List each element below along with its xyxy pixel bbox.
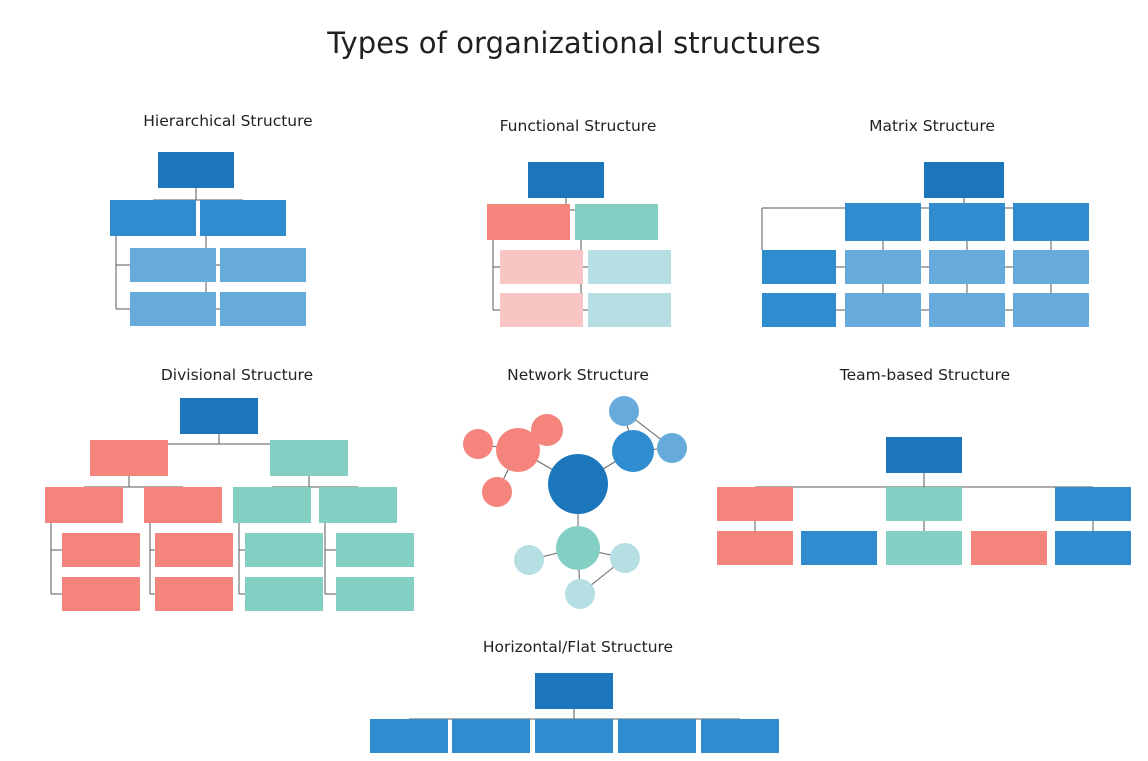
functional-leaf-left-1-box[interactable]: [500, 250, 583, 284]
divisional-division-left-box[interactable]: [90, 440, 168, 476]
matrix-column-head-3-box[interactable]: [1013, 203, 1089, 241]
hierarchical-leaf-left-1-box[interactable]: [130, 248, 216, 282]
network-node-salmon-1-node[interactable]: [463, 429, 493, 459]
network-node-teal-2-node[interactable]: [610, 543, 640, 573]
network-node-teal-3-node[interactable]: [565, 579, 595, 609]
diagram-network: [463, 396, 687, 609]
horizontal-flat-unit-3-box[interactable]: [535, 719, 613, 753]
divisional-right-child-2-box[interactable]: [319, 487, 397, 523]
matrix-cell-1-2-box[interactable]: [929, 250, 1005, 284]
functional-leaf-right-1-box[interactable]: [588, 250, 671, 284]
matrix-cell-2-3-box[interactable]: [1013, 293, 1089, 327]
matrix-column-head-1-box[interactable]: [845, 203, 921, 241]
horizontal-flat-root-box[interactable]: [535, 673, 613, 709]
divisional-right-leaf-1a-box[interactable]: [245, 533, 323, 567]
team-based-member-3-box[interactable]: [886, 531, 962, 565]
divisional-left-leaf-1b-box[interactable]: [62, 577, 140, 611]
team-based-root-box[interactable]: [886, 437, 962, 473]
team-based-team-lead-3-box[interactable]: [1055, 487, 1131, 521]
network-node-salmon-2-node[interactable]: [531, 414, 563, 446]
team-based-team-lead-1-box[interactable]: [717, 487, 793, 521]
divisional-left-leaf-1a-box[interactable]: [62, 533, 140, 567]
horizontal-flat-unit-5-box[interactable]: [701, 719, 779, 753]
hierarchical-leaf-left-2-box[interactable]: [130, 292, 216, 326]
functional-branch-left-box[interactable]: [487, 204, 570, 240]
diagram-matrix: [761, 162, 1089, 327]
horizontal-flat-unit-2-box[interactable]: [452, 719, 530, 753]
functional-leaf-left-2-box[interactable]: [500, 293, 583, 327]
diagram-hierarchical: [110, 152, 306, 326]
divisional-division-right-box[interactable]: [270, 440, 348, 476]
network-hub-center-node[interactable]: [548, 454, 608, 514]
horizontal-flat-unit-4-box[interactable]: [618, 719, 696, 753]
team-based-team-lead-2-box[interactable]: [886, 487, 962, 521]
matrix-cell-1-1-box[interactable]: [845, 250, 921, 284]
divisional-left-child-1-box[interactable]: [45, 487, 123, 523]
matrix-cell-2-2-box[interactable]: [929, 293, 1005, 327]
functional-branch-right-box[interactable]: [575, 204, 658, 240]
team-based-member-4-box[interactable]: [971, 531, 1047, 565]
matrix-row-head-2-box[interactable]: [762, 293, 836, 327]
matrix-root-box[interactable]: [924, 162, 1004, 198]
horizontal-flat-unit-1-box[interactable]: [370, 719, 448, 753]
divisional-root-box[interactable]: [180, 398, 258, 434]
divisional-left-child-2-box[interactable]: [144, 487, 222, 523]
network-node-blue-2-node[interactable]: [657, 433, 687, 463]
hierarchical-branch-right-box[interactable]: [200, 200, 286, 236]
divisional-left-leaf-2a-box[interactable]: [155, 533, 233, 567]
network-node-teal-1-node[interactable]: [514, 545, 544, 575]
page-title: Types of organizational structures: [327, 26, 821, 60]
diagram-functional: [487, 162, 671, 327]
diagram-divisional: [45, 398, 414, 611]
hierarchical-leaf-right-1-box[interactable]: [220, 248, 306, 282]
divisional-right-leaf-2a-box[interactable]: [336, 533, 414, 567]
hierarchical-root-box[interactable]: [158, 152, 234, 188]
divisional-right-child-1-box[interactable]: [233, 487, 311, 523]
matrix-row-head-1-box[interactable]: [762, 250, 836, 284]
matrix-column-head-2-box[interactable]: [929, 203, 1005, 241]
hierarchical-leaf-right-2-box[interactable]: [220, 292, 306, 326]
hierarchical-branch-left-box[interactable]: [110, 200, 196, 236]
team-based-member-1-box[interactable]: [717, 531, 793, 565]
functional-root-box[interactable]: [528, 162, 604, 198]
divisional-right-leaf-1b-box[interactable]: [245, 577, 323, 611]
network-node-blue-1-node[interactable]: [609, 396, 639, 426]
team-based-member-5-box[interactable]: [1055, 531, 1131, 565]
diagram-team-based: [717, 437, 1131, 565]
team-based-member-2-box[interactable]: [801, 531, 877, 565]
network-hub-teal-node[interactable]: [556, 526, 600, 570]
network-node-salmon-3-node[interactable]: [482, 477, 512, 507]
matrix-cell-2-1-box[interactable]: [845, 293, 921, 327]
diagram-horizontal-flat: [370, 673, 779, 753]
divisional-right-leaf-2b-box[interactable]: [336, 577, 414, 611]
network-hub-blue-node[interactable]: [612, 430, 654, 472]
matrix-cell-1-3-box[interactable]: [1013, 250, 1089, 284]
divisional-left-leaf-2b-box[interactable]: [155, 577, 233, 611]
functional-leaf-right-2-box[interactable]: [588, 293, 671, 327]
network-hub-salmon-node[interactable]: [496, 428, 540, 472]
